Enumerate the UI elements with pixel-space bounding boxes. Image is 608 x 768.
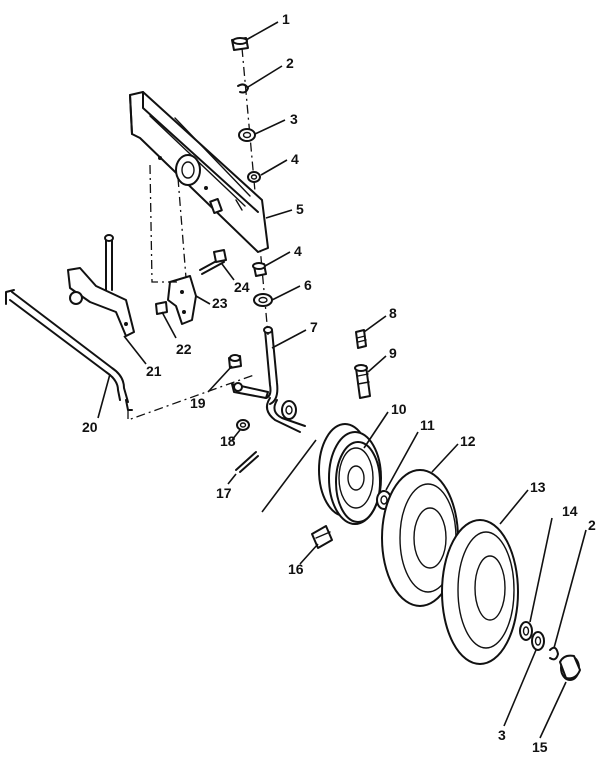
part-washer-small <box>236 419 250 431</box>
callout-c17: 17 <box>216 485 232 501</box>
callout-c15: 15 <box>532 739 548 755</box>
part-lock-nut <box>155 301 168 315</box>
part-nut <box>228 354 242 369</box>
callout-c3a: 3 <box>290 111 298 127</box>
part-tire-outer <box>441 519 519 665</box>
callout-c4b: 4 <box>294 243 302 259</box>
callout-c2a: 2 <box>286 55 294 71</box>
part-grease-fitting <box>355 329 367 349</box>
part-cap <box>231 37 249 51</box>
callout-c10: 10 <box>391 401 407 417</box>
callout-c9: 9 <box>389 345 397 361</box>
callout-c22: 22 <box>176 341 192 357</box>
callout-c20: 20 <box>82 419 98 435</box>
callout-c14a: 14 <box>562 503 578 519</box>
leader-lines <box>97 21 587 739</box>
callout-c1: 1 <box>282 11 290 27</box>
callout-c23: 23 <box>212 295 228 311</box>
tie-rod-link-line <box>127 374 255 421</box>
part-axle-bracket <box>129 91 269 253</box>
part-bolt <box>199 249 227 275</box>
part-washer-lower-b <box>531 631 545 651</box>
part-steering-arm <box>67 234 135 337</box>
part-washer-mid <box>253 293 273 307</box>
callout-c2b: 2 <box>588 517 596 533</box>
callout-c7: 7 <box>310 319 318 335</box>
callout-c4a: 4 <box>291 151 299 167</box>
part-wheel-rim <box>318 423 382 525</box>
part-washer-top <box>238 128 256 142</box>
callout-c16: 16 <box>288 561 304 577</box>
callout-c12: 12 <box>460 433 476 449</box>
callout-labels: 1234546789101112131423151617181920212223… <box>82 11 596 755</box>
callout-c19: 19 <box>190 395 206 411</box>
part-clip-lower <box>549 646 559 661</box>
part-washer-lower-a <box>519 621 533 641</box>
part-small-fitting <box>311 525 333 549</box>
part-spindle <box>231 326 306 433</box>
callout-c13: 13 <box>530 479 546 495</box>
callout-c8: 8 <box>389 305 397 321</box>
part-bushing-lower <box>252 262 267 277</box>
callout-c3b: 3 <box>498 727 506 743</box>
part-valve-stem <box>354 364 371 399</box>
part-mount-bracket <box>167 275 197 325</box>
callout-c11: 11 <box>420 417 435 433</box>
callout-c21: 21 <box>146 363 162 379</box>
part-cotter-pin <box>235 451 259 473</box>
callout-c24: 24 <box>234 279 250 295</box>
part-bushing-top <box>247 171 261 183</box>
bracket-align-line <box>149 164 178 283</box>
callout-c6: 6 <box>304 277 312 293</box>
part-clip-top <box>237 83 249 94</box>
part-hub-cap <box>559 654 581 681</box>
callout-c18: 18 <box>220 433 236 449</box>
bracket-align-line-2 <box>177 177 187 279</box>
callout-c5: 5 <box>296 201 304 217</box>
